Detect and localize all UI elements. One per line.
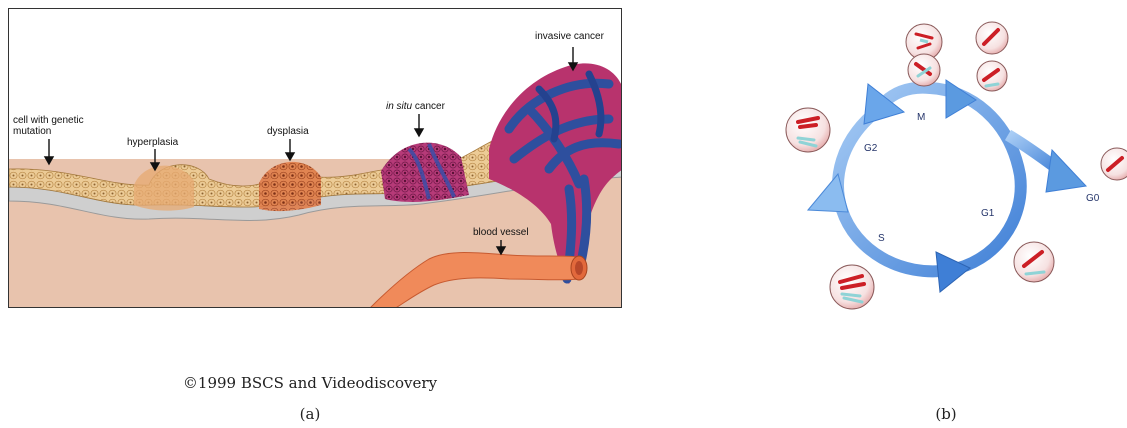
copyright-text: ©1999 BSCS and Videodiscovery xyxy=(150,374,470,392)
label-in-situ: in situ cancer xyxy=(386,101,445,112)
cell-m-right-bottom xyxy=(977,61,1007,91)
in-situ-region xyxy=(381,143,469,202)
cell-g1 xyxy=(1014,242,1054,282)
cell-s xyxy=(830,265,874,309)
label-hyperplasia: hyperplasia xyxy=(127,137,178,148)
label-dysplasia: dysplasia xyxy=(267,126,309,137)
label-blood-vessel: blood vessel xyxy=(473,227,529,238)
tissue-illustration xyxy=(9,9,622,308)
cell-g2 xyxy=(786,108,830,152)
phase-g2: G2 xyxy=(864,143,877,154)
cell-g0 xyxy=(1101,148,1127,180)
cell-m-top xyxy=(906,24,942,86)
phase-g1: G1 xyxy=(981,208,994,219)
cell-cycle-diagram: M G2 S G1 G0 xyxy=(770,0,1127,320)
cell-cycle-illustration xyxy=(770,0,1127,320)
label-invasive: invasive cancer xyxy=(535,31,604,42)
phase-g0: G0 xyxy=(1086,193,1099,204)
label-cell-mutation: cell with genetic mutation xyxy=(13,115,103,137)
label-in-situ-italic: in situ xyxy=(386,101,412,112)
cancer-progression-diagram: cell with genetic mutation hyperplasia d… xyxy=(8,8,622,308)
caption-b: (b) xyxy=(926,405,966,423)
arrowhead-top xyxy=(946,80,976,118)
cell-m-right-top xyxy=(976,22,1008,54)
label-in-situ-rest: cancer xyxy=(412,101,445,112)
arrowhead-bottom xyxy=(936,252,970,292)
phase-m: M xyxy=(917,112,925,123)
caption-a: (a) xyxy=(290,405,330,423)
phase-s: S xyxy=(878,233,885,244)
